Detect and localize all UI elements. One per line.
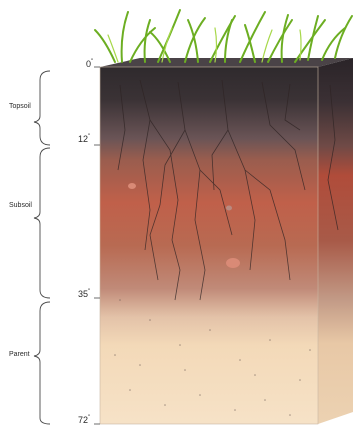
grass-blades (95, 10, 352, 62)
layer-label-parent: Parent (9, 351, 30, 358)
subsoil-bracket (34, 148, 50, 298)
block-side-face (318, 58, 353, 424)
layer-label-subsoil: Subsoil (9, 202, 32, 209)
depth-label-72: 72" (78, 415, 90, 425)
depth-label-12: 12" (78, 134, 90, 144)
depth-label-0: 0" (86, 59, 93, 69)
layer-label-topsoil: Topsoil (9, 103, 31, 110)
block-top-surface (100, 58, 353, 67)
topsoil-bracket (34, 71, 50, 145)
depth-ticks (94, 67, 100, 424)
layer-brackets (34, 71, 50, 424)
parent-bracket (34, 302, 50, 424)
depth-label-35: 35" (78, 289, 90, 299)
